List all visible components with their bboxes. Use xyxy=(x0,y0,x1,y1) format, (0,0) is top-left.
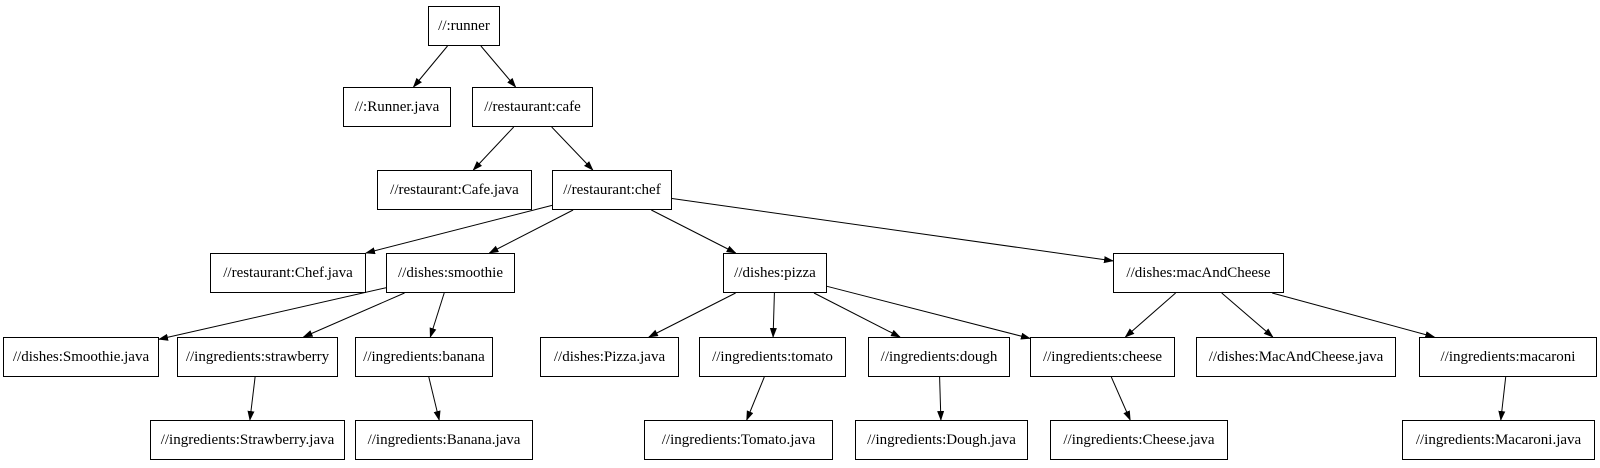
node-label: //dishes:MacAndCheese.java xyxy=(1208,348,1384,365)
node-label: //restaurant:Chef.java xyxy=(223,264,353,281)
edge-chef-to-chef_java xyxy=(365,204,553,255)
node-label: //dishes:macAndCheese xyxy=(1126,264,1271,281)
node-label: //ingredients:Macaroni.java xyxy=(1415,431,1582,448)
edge-pizza-to-pizza_java xyxy=(648,292,736,338)
node-label: //dishes:Pizza.java xyxy=(553,348,666,365)
edge-mac_and_cheese-to-mac_and_cheese_java xyxy=(1221,292,1274,338)
node-tomato_java: //ingredients:Tomato.java xyxy=(644,420,833,460)
node-dough_java: //ingredients:Dough.java xyxy=(855,420,1028,460)
node-cafe_java: //restaurant:Cafe.java xyxy=(377,170,532,210)
edge-smoothie-to-smoothie_java xyxy=(158,287,387,341)
edge-cafe-to-cafe_java xyxy=(472,126,515,171)
edge-runner-to-cafe xyxy=(480,45,517,88)
edge-chef-to-smoothie xyxy=(488,209,574,254)
node-smoothie_java: //dishes:Smoothie.java xyxy=(3,337,159,377)
edge-macaroni-to-macaroni_java xyxy=(1498,376,1507,421)
node-strawberry_java: //ingredients:Strawberry.java xyxy=(150,420,345,460)
node-label: //restaurant:chef xyxy=(563,181,661,198)
node-cheese: //ingredients:cheese xyxy=(1030,337,1175,377)
node-label: //ingredients:Strawberry.java xyxy=(160,431,335,448)
node-label: //:Runner.java xyxy=(354,98,440,115)
edge-mac_and_cheese-to-macaroni xyxy=(1272,292,1436,339)
node-banana_java: //ingredients:Banana.java xyxy=(355,420,533,460)
node-label: //restaurant:Cafe.java xyxy=(390,181,519,198)
node-pizza: //dishes:pizza xyxy=(723,253,827,293)
node-cafe: //restaurant:cafe xyxy=(472,87,593,127)
node-label: //dishes:Smoothie.java xyxy=(12,348,150,365)
edge-smoothie-to-banana xyxy=(429,292,445,338)
edge-chef-to-pizza xyxy=(651,209,737,254)
node-tomato: //ingredients:tomato xyxy=(699,337,846,377)
node-label: //dishes:pizza xyxy=(734,264,816,281)
edge-pizza-to-cheese xyxy=(826,285,1031,340)
node-chef_java: //restaurant:Chef.java xyxy=(210,253,366,293)
edge-cafe-to-chef xyxy=(551,126,594,171)
node-label: //ingredients:Dough.java xyxy=(867,431,1016,448)
node-label: //ingredients:tomato xyxy=(712,348,833,365)
node-label: //ingredients:Banana.java xyxy=(367,431,521,448)
node-mac_and_cheese_java: //dishes:MacAndCheese.java xyxy=(1196,337,1396,377)
node-label: //ingredients:banana xyxy=(363,348,485,365)
node-label: //ingredients:macaroni xyxy=(1440,348,1576,365)
node-label: //ingredients:Cheese.java xyxy=(1063,431,1215,448)
edge-smoothie-to-strawberry xyxy=(302,292,405,338)
edge-chef-to-mac_and_cheese xyxy=(671,198,1114,264)
node-pizza_java: //dishes:Pizza.java xyxy=(540,337,679,377)
edge-strawberry-to-strawberry_java xyxy=(247,376,256,421)
edge-cheese-to-cheese_java xyxy=(1110,376,1131,421)
edge-runner-to-runner_java xyxy=(412,45,448,88)
edge-tomato-to-tomato_java xyxy=(746,376,765,421)
edge-dough-to-dough_java xyxy=(937,376,945,421)
node-mac_and_cheese: //dishes:macAndCheese xyxy=(1113,253,1284,293)
edge-banana-to-banana_java xyxy=(428,376,441,421)
node-cheese_java: //ingredients:Cheese.java xyxy=(1050,420,1228,460)
node-banana: //ingredients:banana xyxy=(355,337,493,377)
node-runner_java: //:Runner.java xyxy=(343,87,451,127)
node-runner: //:runner xyxy=(428,6,500,46)
node-label: //ingredients:Tomato.java xyxy=(661,431,816,448)
node-label: //ingredients:dough xyxy=(880,348,998,365)
edge-mac_and_cheese-to-cheese xyxy=(1124,292,1176,338)
node-macaroni: //ingredients:macaroni xyxy=(1419,337,1597,377)
edge-pizza-to-dough xyxy=(813,292,901,338)
node-label: //restaurant:cafe xyxy=(484,98,581,115)
node-label: //ingredients:cheese xyxy=(1042,348,1163,365)
node-label: //:runner xyxy=(438,17,490,34)
node-strawberry: //ingredients:strawberry xyxy=(177,337,338,377)
node-chef: //restaurant:chef xyxy=(552,170,672,210)
edge-pizza-to-tomato xyxy=(769,292,777,338)
node-smoothie: //dishes:smoothie xyxy=(386,253,515,293)
node-dough: //ingredients:dough xyxy=(868,337,1010,377)
node-macaroni_java: //ingredients:Macaroni.java xyxy=(1402,420,1595,460)
node-label: //ingredients:strawberry xyxy=(185,348,330,365)
node-label: //dishes:smoothie xyxy=(398,264,503,281)
